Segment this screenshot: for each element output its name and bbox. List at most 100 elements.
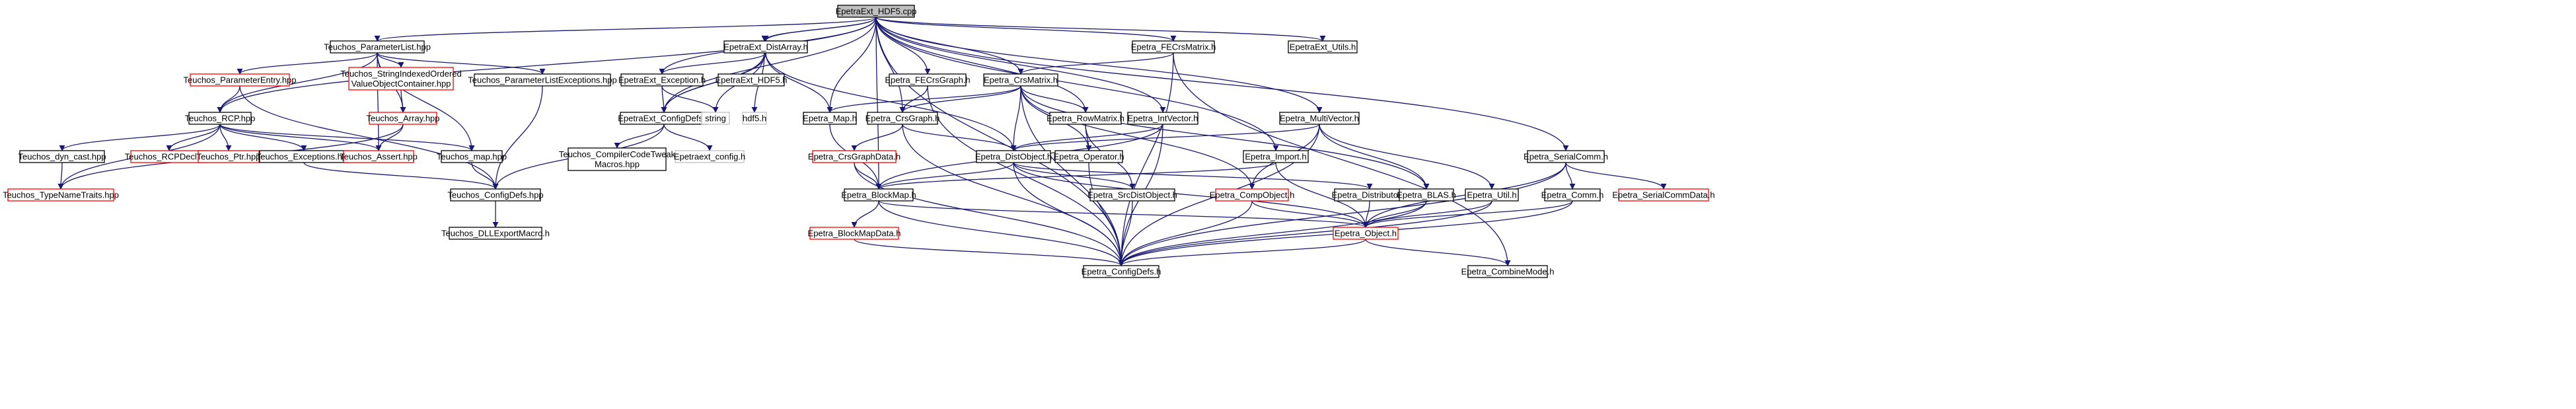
node-label: Teuchos_TypeNameTraits.hpp	[3, 190, 119, 200]
node-label: Teuchos_ParameterListExceptions.hpp	[468, 75, 616, 85]
node-scomm[interactable]: Epetra_SerialComm.h	[1524, 150, 1608, 163]
node-texc[interactable]: Teuchos_Exceptions.hpp	[256, 150, 352, 163]
node-box	[1279, 112, 1360, 125]
node-scd[interactable]: Epetra_SerialCommData.h	[1612, 188, 1715, 202]
node-tassert[interactable]: Teuchos_Assert.hpp	[340, 150, 418, 163]
node-tple[interactable]: Teuchos_ParameterListExceptions.hpp	[468, 73, 617, 87]
edge-root-to-crsg	[875, 17, 906, 113]
node-emap[interactable]: Epetra_Map.h	[803, 112, 857, 125]
node-box	[19, 150, 105, 163]
node-tcfg[interactable]: Teuchos_ConfigDefs.hpp	[447, 188, 544, 202]
edge-eexc-to-string	[661, 85, 719, 113]
node-eda[interactable]: EpetraExt_DistArray.h	[723, 40, 808, 54]
node-bmap[interactable]: Epetra_BlockMap.h	[841, 188, 916, 202]
node-trcp[interactable]: Teuchos_RCP.hpp	[185, 112, 256, 125]
node-tdync[interactable]: Teuchos_dyn_cast.hpp	[18, 150, 106, 163]
node-bmapd[interactable]: Epetra_BlockMapData.h	[808, 227, 901, 240]
node-comm[interactable]: Epetra_Comm.h	[1541, 188, 1604, 202]
node-box	[1465, 188, 1519, 202]
node-label: EpetraExt_ConfigDefs.h	[618, 114, 710, 124]
node-tpl[interactable]: Teuchos_ParameterList.hpp	[324, 40, 431, 54]
node-hdf5: hdf5.h	[742, 112, 767, 125]
node-tdll[interactable]: Teuchos_DLLExportMacro.h	[441, 227, 550, 240]
node-label: Teuchos_RCPDecl.hpp	[125, 152, 213, 162]
edge-root-to-cfg	[875, 17, 1124, 266]
node-label: Teuchos_map.hpp	[437, 152, 507, 162]
edge-crsm-to-emap	[827, 85, 1021, 113]
edge-texc-to-tcfg	[303, 162, 499, 190]
node-trcpd[interactable]: Teuchos_RCPDecl.hpp	[125, 150, 213, 163]
node-mv[interactable]: Epetra_MultiVector.h	[1279, 112, 1360, 125]
node-intv[interactable]: Epetra_IntVector.h	[1127, 112, 1198, 125]
node-label: string	[705, 114, 726, 124]
node-cfg[interactable]: Epetra_ConfigDefs.h	[1082, 265, 1161, 278]
node-ecfg[interactable]: EpetraExt_ConfigDefs.h	[618, 112, 710, 125]
edge-root-to-rowm	[875, 17, 1089, 113]
node-box	[742, 112, 767, 125]
node-box	[1544, 188, 1601, 202]
node-dobj[interactable]: Epetra_DistObject.h	[975, 150, 1052, 163]
node-box	[675, 150, 745, 163]
node-eexc[interactable]: EpetraExt_Exception.h	[618, 73, 706, 87]
node-tmap[interactable]: Teuchos_map.hpp	[437, 150, 507, 163]
node-tarr[interactable]: Teuchos_Array.hpp	[366, 112, 440, 125]
node-label: Epetra_MultiVector.h	[1280, 114, 1359, 124]
node-box	[1618, 188, 1709, 202]
node-label: Epetra_BLAS.h	[1397, 190, 1456, 200]
node-label: Epetra_CrsGraphData.h	[808, 152, 901, 162]
node-blas[interactable]: Epetra_BLAS.h	[1397, 188, 1456, 202]
edge-mv-to-dobj	[1010, 124, 1320, 151]
edge-bmapd-to-cfg	[854, 239, 1124, 266]
node-box	[803, 112, 857, 125]
node-crsg[interactable]: Epetra_CrsGraph.h	[865, 112, 940, 125]
node-sdo[interactable]: Epetra_SrcDistObject.h	[1087, 188, 1177, 202]
node-ehdf5h[interactable]: EpetraExt_HDF5.h	[715, 73, 788, 87]
edge-tpl-to-tsiovo	[377, 52, 404, 68]
edge-tarr-to-tassert	[375, 124, 404, 151]
edge-root-to-fecrsm	[875, 17, 1177, 42]
node-cobj[interactable]: Epetra_CompObject.h	[1210, 188, 1295, 202]
node-fecrsm[interactable]: Epetra_FECrsMatrix.h	[1131, 40, 1216, 54]
node-box	[1215, 188, 1289, 202]
node-label: Teuchos_ParameterList.hpp	[324, 42, 431, 52]
node-crsm[interactable]: Epetra_CrsMatrix.h	[983, 73, 1058, 87]
node-box	[837, 5, 915, 18]
node-eop[interactable]: Epetra_Operator.h	[1054, 150, 1124, 163]
node-root[interactable]: EpetraExt_HDF5.cpp	[836, 5, 917, 18]
node-util[interactable]: Epetra_Util.h	[1465, 188, 1519, 202]
node-tpe[interactable]: Teuchos_ParameterEntry.hpp	[183, 73, 297, 87]
node-label: Epetra_SerialCommData.h	[1612, 190, 1714, 200]
node-label: Teuchos_Exceptions.hpp	[256, 152, 352, 162]
node-tsiovo[interactable]: Teuchos_StringIndexedOrderedValueObjectC…	[340, 67, 462, 91]
node-cmode[interactable]: Epetra_CombineMode.h	[1461, 265, 1555, 278]
edge-util-to-cfg	[1118, 200, 1492, 266]
node-label: Epetra_CrsMatrix.h	[984, 75, 1058, 85]
node-tptr[interactable]: Teuchos_Ptr.hpp	[197, 150, 261, 163]
node-eobj[interactable]: Epetra_Object.h	[1333, 227, 1399, 240]
node-eutils[interactable]: EpetraExt_Utils.h	[1288, 40, 1358, 54]
edge-root-to-tpl	[374, 17, 877, 42]
node-fecrsg[interactable]: Epetra_FECrsGraph.h	[885, 73, 971, 87]
edge-ecfg-to-econf	[663, 124, 713, 151]
node-label: ValueObjectContainer.hpp	[351, 79, 451, 89]
edge-dobj-to-bmap	[875, 162, 1014, 190]
edge-root-to-trcp	[217, 17, 877, 113]
edge-scomm-to-comm	[1565, 162, 1576, 190]
node-box	[809, 227, 899, 240]
node-crsgd[interactable]: Epetra_CrsGraphData.h	[808, 150, 901, 163]
edge-root-to-eutils	[875, 17, 1326, 42]
node-box	[1054, 150, 1123, 163]
node-ttnt[interactable]: Teuchos_TypeNameTraits.hpp	[3, 188, 119, 202]
node-box	[1049, 112, 1122, 125]
node-box	[369, 112, 437, 125]
node-dist[interactable]: Epetra_Distributor.h	[1332, 188, 1408, 202]
edge-trcp-to-tmap	[219, 124, 475, 151]
node-box	[190, 73, 290, 87]
node-imp[interactable]: Epetra_Import.h	[1243, 150, 1309, 163]
node-string: string	[701, 112, 730, 125]
edge-eobj-to-cmode	[1365, 239, 1511, 266]
edge-trcp-to-tptr	[219, 124, 232, 151]
node-rowm[interactable]: Epetra_RowMatrix.h	[1047, 112, 1124, 125]
